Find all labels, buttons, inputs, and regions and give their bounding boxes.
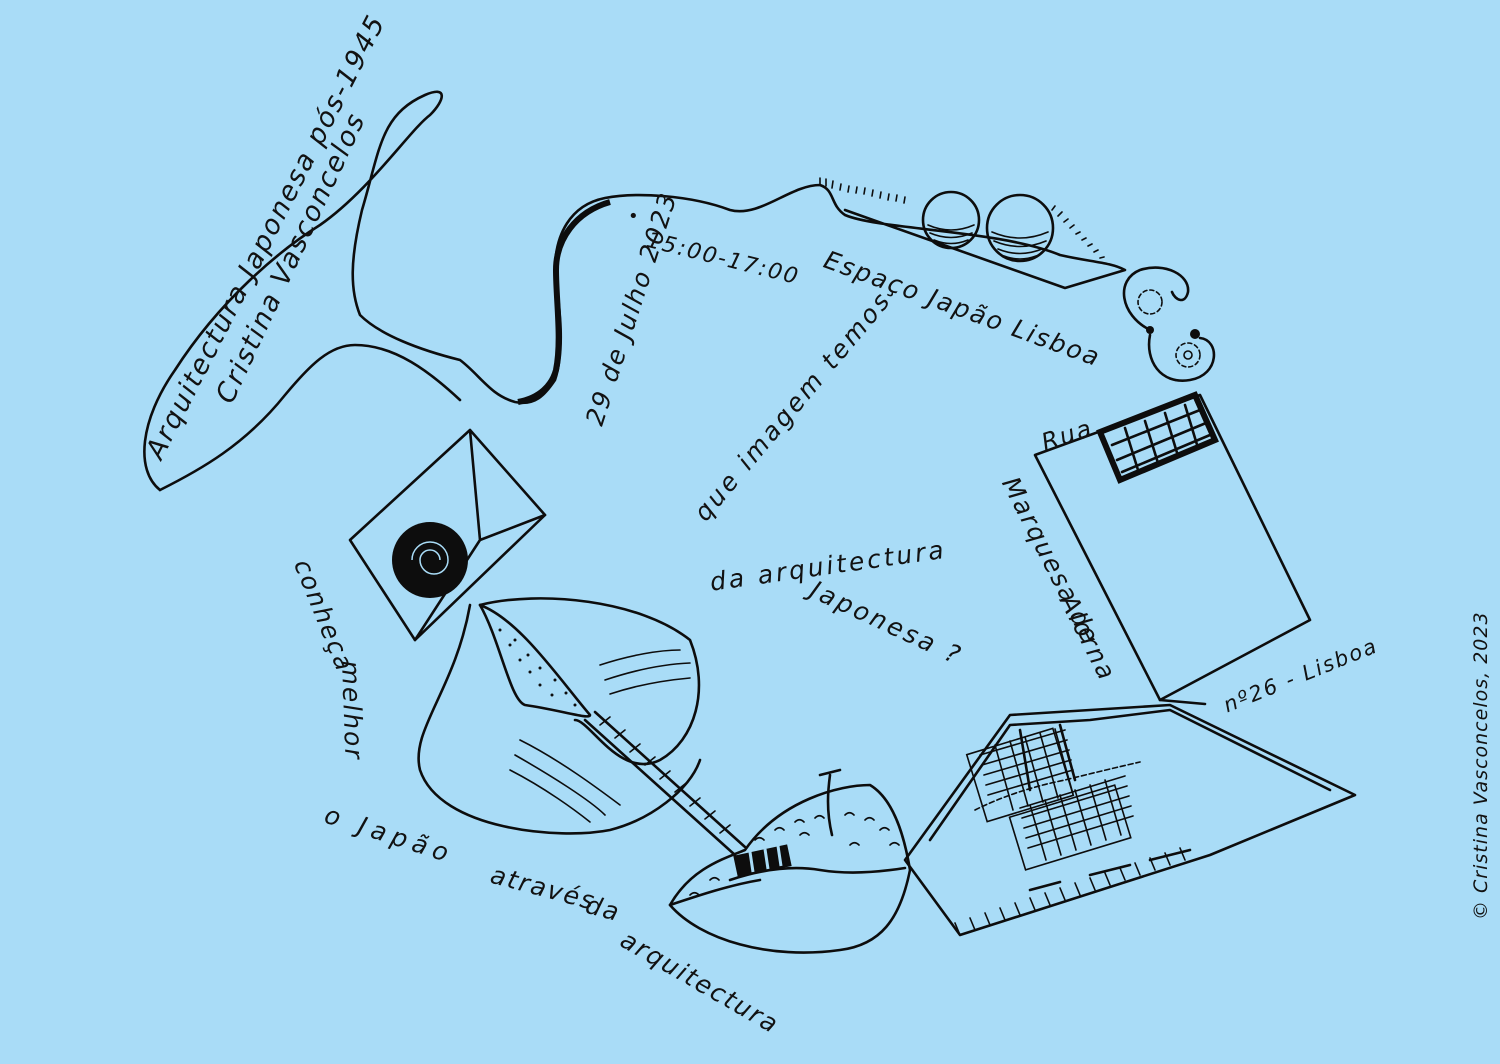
window-grid [1096, 391, 1219, 484]
sphere-left [921, 190, 981, 250]
cube-with-circle [348, 428, 547, 642]
pond-ripples [509, 649, 691, 823]
pier-planks [599, 716, 731, 834]
side-phrase-part2: melhor [336, 660, 369, 762]
pier-bridge [583, 710, 747, 857]
pond-shape [478, 597, 701, 766]
copyright-text: © Cristina Vasconcelos, 2023 [1470, 611, 1492, 920]
pond-outline [417, 603, 702, 835]
spiral-ornament [1122, 266, 1216, 382]
time-bullet: • [628, 206, 641, 227]
t-shaped-blob [143, 90, 1127, 492]
building-section [903, 703, 1357, 937]
leaf-shape [478, 603, 592, 718]
mountain-island [668, 768, 912, 954]
hill-hatching [819, 177, 1105, 259]
thick-edge [517, 199, 611, 405]
t-blob-inner-curve [158, 343, 462, 492]
address-underline [1158, 698, 1207, 706]
sphere-right [985, 193, 1055, 263]
leaf-stipple [498, 628, 577, 707]
